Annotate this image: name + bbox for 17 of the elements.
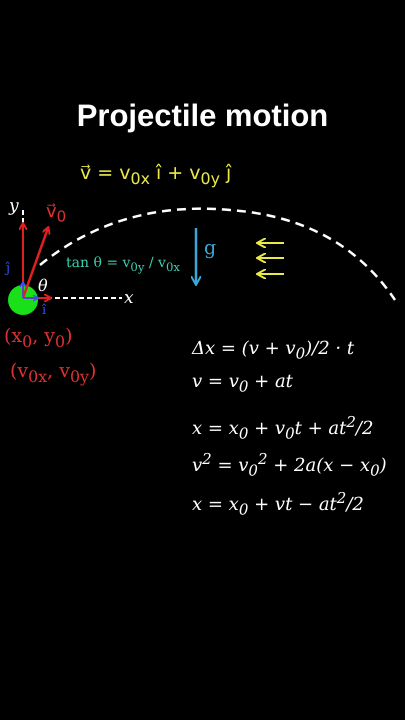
axis-label: x: [124, 289, 134, 308]
angle-equation: tan θ = v$_{0y}$ / v$_{0x}$: [66, 256, 180, 274]
axis-label: y: [9, 197, 19, 216]
kinematic-equation: v$^{2}$ = v$_{0}$$^{2}$ + 2a(x − x$_{0}$): [192, 451, 387, 480]
angle-label: θ: [38, 277, 48, 295]
gravity-label: g: [204, 238, 216, 259]
kinematic-equation: x = x$_{0}$ + v$_{0}$t + at$^{2}$/2: [192, 414, 374, 442]
vector-equation: v⃗ = v$_{0x}$ î + v$_{0y}$ ĵ: [80, 163, 232, 188]
kinematic-equation: v = v$_{0}$ + at: [192, 372, 293, 396]
unit-vector-label: î: [42, 304, 46, 318]
kinematic-equation: x = x$_{0}$ + vt − at$^{2}$/2: [192, 490, 364, 518]
velocity-label: (v$_{0x}$, v$_{0y}$): [10, 361, 96, 386]
title: Projectile motion: [76, 98, 330, 134]
position-label: (x$_{0}$, y$_{0}$): [4, 326, 73, 350]
vector-label: v⃗$_{0}$: [46, 202, 66, 226]
kinematic-equation: Δx = (v + v$_{0}$)/2 · t: [192, 339, 354, 362]
unit-vector-label: ĵ: [6, 262, 10, 276]
